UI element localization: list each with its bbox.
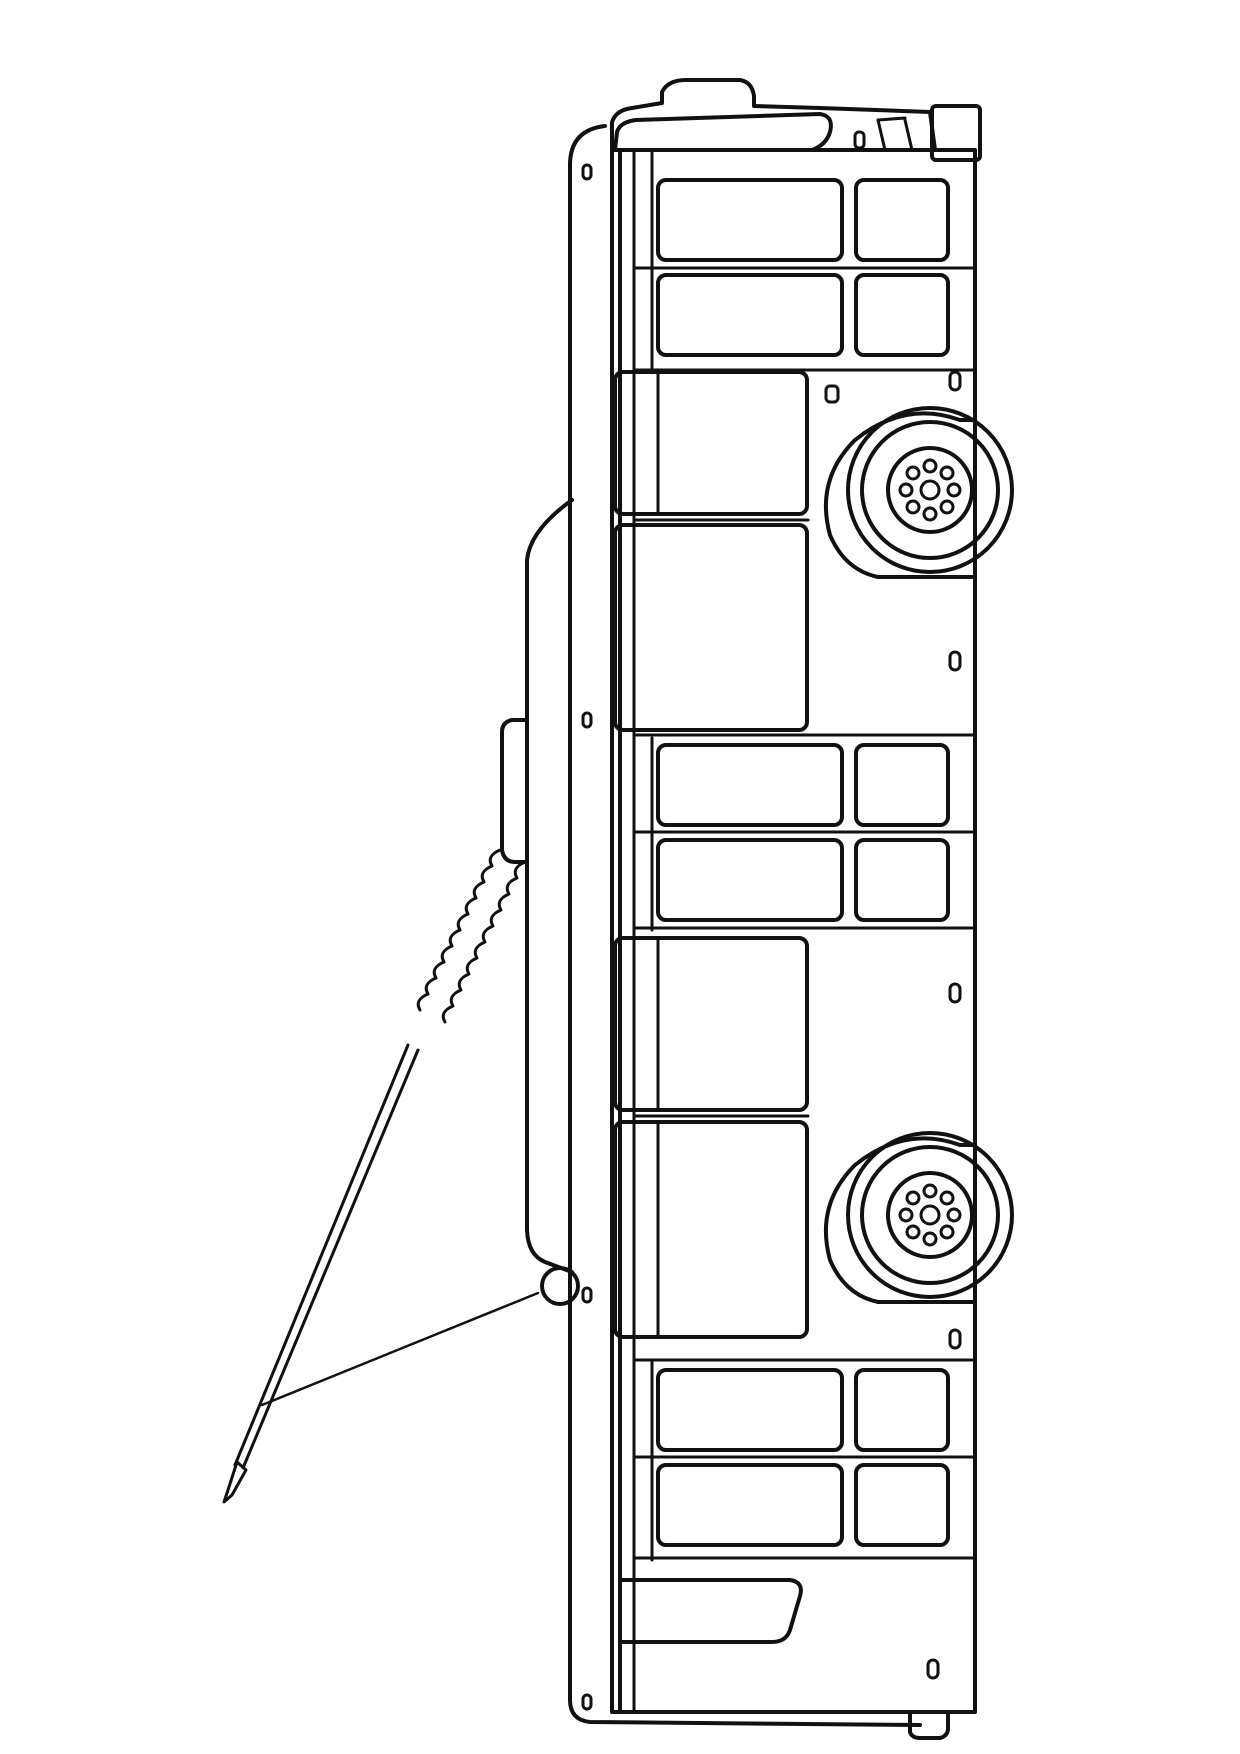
body-rivet <box>948 1328 962 1350</box>
wheel-arch <box>823 411 977 579</box>
front-door <box>613 370 977 737</box>
trolley-pole-assembly <box>222 498 580 1504</box>
roof-rivet-2 <box>581 711 593 729</box>
pole-tip-shoe <box>222 1460 248 1504</box>
window-group-rear <box>632 1360 977 1562</box>
tire-inner <box>860 420 1000 560</box>
body-rivet <box>824 384 840 404</box>
lug-nuts <box>898 458 962 522</box>
rear-window <box>618 1578 803 1644</box>
window-pane <box>854 1368 950 1452</box>
door-panel-lower <box>613 523 809 732</box>
roof-rivet-4 <box>581 1286 593 1304</box>
body-rivet <box>948 650 962 672</box>
window-pane <box>656 178 844 262</box>
front-roof-rivet <box>853 130 866 150</box>
window-pane <box>854 178 950 262</box>
lug-nuts <box>898 1183 962 1247</box>
pole-mount-box <box>500 718 529 864</box>
retriever-rope <box>260 1291 540 1407</box>
roof-edge <box>568 124 922 1727</box>
door-panel-upper <box>613 370 809 516</box>
wheel-arch <box>823 1136 977 1304</box>
tire-inner <box>860 1145 1000 1285</box>
window-pane <box>854 743 950 827</box>
window-group-middle <box>632 736 977 932</box>
front-marker-lamp <box>930 104 982 162</box>
window-pane <box>854 838 950 922</box>
door-panel-upper <box>613 936 809 1112</box>
destination-sign <box>613 112 833 152</box>
front-light-housing <box>876 116 914 152</box>
side-panel-outline <box>610 148 977 1714</box>
hubcap <box>886 1171 974 1259</box>
front-roof-cap <box>610 78 937 152</box>
window-pane <box>656 743 844 827</box>
body-rivet <box>948 982 962 1004</box>
pole-spring <box>416 848 527 1024</box>
window-pane <box>854 273 950 357</box>
rear-end <box>618 1578 940 1680</box>
window-pane <box>656 1368 844 1452</box>
hubcap <box>886 446 974 534</box>
tire <box>846 406 1014 574</box>
middle-door <box>613 936 977 1362</box>
rear-wheel <box>823 1131 1014 1350</box>
rear-bumper <box>908 1710 950 1740</box>
front-wheel <box>823 370 1014 672</box>
pole-base-pod <box>525 498 574 1274</box>
door-panel-lower <box>613 1120 809 1339</box>
window-pane <box>854 1463 950 1547</box>
roof-rivet-3 <box>581 1693 593 1711</box>
trolley-pole-1 <box>233 1043 410 1467</box>
window-pane <box>656 838 844 922</box>
roof-rivet-1 <box>581 163 593 181</box>
body-rivet <box>926 1658 940 1680</box>
bus-body <box>568 78 982 1740</box>
rope-hook <box>540 1266 580 1306</box>
trolley-pole-2 <box>241 1048 420 1470</box>
body-rivet <box>948 370 962 392</box>
window-pane <box>656 1463 844 1547</box>
window-pane <box>656 273 844 357</box>
tire <box>846 1131 1014 1299</box>
window-group-front <box>632 148 977 372</box>
